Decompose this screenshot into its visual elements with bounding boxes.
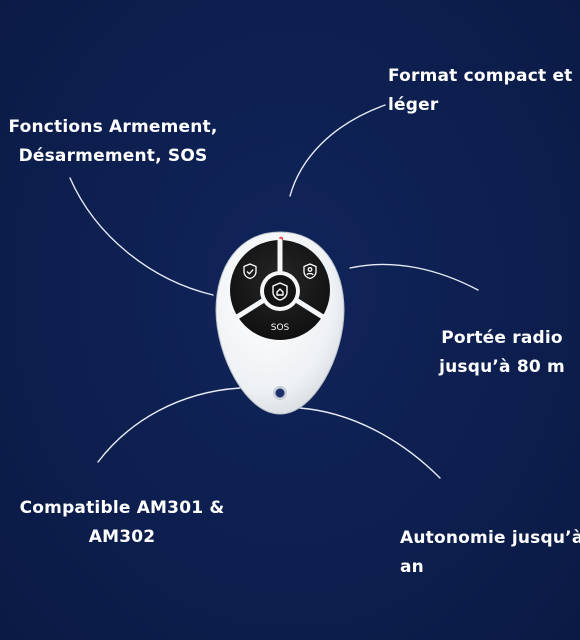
callout-line-bottom-left <box>97 387 241 463</box>
feature-label-compact: Format compact et léger <box>388 66 573 115</box>
callout-line-bottom-right <box>299 407 441 479</box>
callout-line-mid-right <box>349 263 479 291</box>
remote-control-image: SOS <box>215 231 345 415</box>
feature-label-compatibility: Compatible AM301 & AM302 <box>19 498 225 547</box>
keyring-hole-inner <box>275 388 285 398</box>
shield-check-icon <box>243 263 257 280</box>
center-button <box>264 275 296 307</box>
feature-label-autonomy: Autonomie jusqu’à an <box>400 528 580 577</box>
shield-person-icon <box>303 263 317 280</box>
button-separators <box>234 238 326 320</box>
feature-label-functions: Fonctions Armement, Désarmement, SOS <box>8 117 218 166</box>
home-shield-icon <box>272 282 288 301</box>
callout-line-top-right <box>289 104 386 197</box>
callout-line-top-left <box>69 177 214 296</box>
sos-label: SOS <box>271 323 290 333</box>
feature-label-range: Portée radio jusqu’à 80 m <box>439 328 565 377</box>
